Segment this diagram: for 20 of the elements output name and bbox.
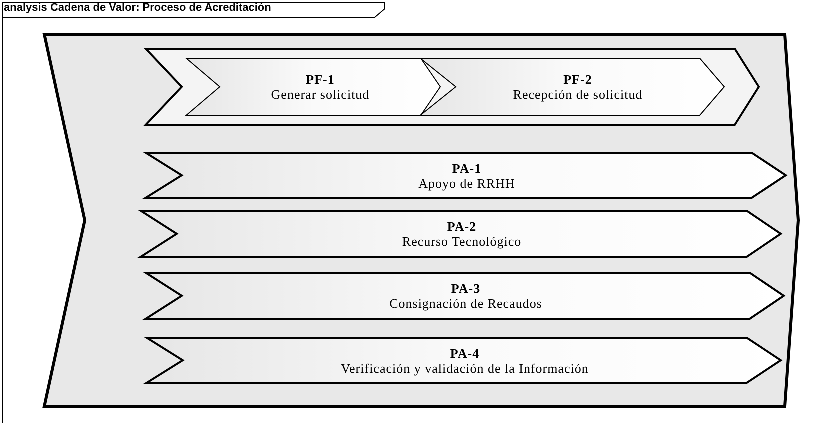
process-code: PF-2: [564, 72, 592, 87]
chevron-shape: [145, 272, 785, 320]
process-name: Recepción de solicitud: [513, 87, 643, 102]
process-name: Generar solicitud: [271, 87, 370, 102]
process-code: PA-2: [447, 219, 477, 234]
frame-title: analysis Cadena de Valor: Proceso de Acreditación: [4, 2, 272, 14]
chevron-shape: [145, 48, 760, 126]
process-name: Consignación de Recaudos: [390, 296, 542, 311]
chevron-shape: [145, 152, 787, 199]
chevron-shape: [43, 33, 800, 408]
chevron-shape: [146, 337, 782, 384]
process-name: Apoyo de RRHH: [418, 176, 516, 190]
chevron-shape: [140, 210, 782, 258]
process-code: PF-1: [306, 72, 335, 87]
chevron-shape: [420, 58, 725, 116]
process-name: Recurso Tecnológico: [402, 234, 522, 249]
process-code: PA-4: [450, 346, 480, 360]
process-code: PA-3: [451, 281, 481, 296]
process-code: PA-1: [452, 160, 482, 176]
process-name: Verificación y validación de la Información: [341, 360, 589, 376]
